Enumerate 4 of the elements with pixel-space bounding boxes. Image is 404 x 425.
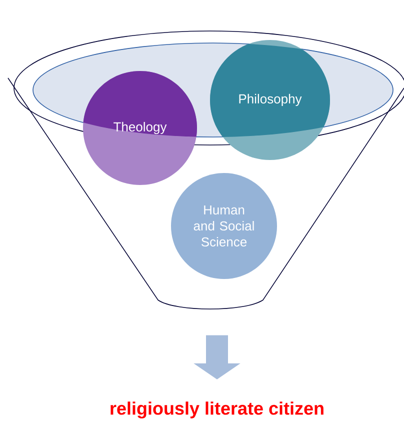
circle-node: Theology (83, 71, 197, 185)
circle-node: Human and Social Science (171, 173, 277, 279)
circle-node: Philosophy (210, 40, 330, 160)
result-text: religiously literate citizen (110, 402, 324, 418)
